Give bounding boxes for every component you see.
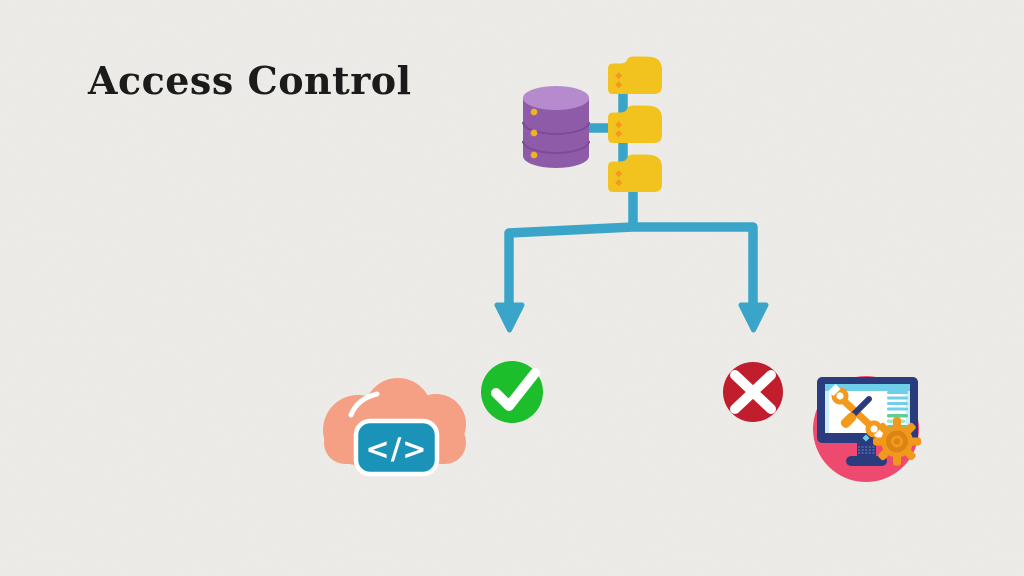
database-led-dot [530, 129, 538, 137]
database-led-dot [530, 108, 538, 116]
monitor-tools-icon [813, 376, 921, 482]
folder-mark [615, 179, 623, 187]
arrow-allowed [494, 302, 525, 333]
distribution-line [504, 222, 758, 307]
screwdriver-icon [840, 396, 872, 428]
folder-mark [615, 121, 623, 129]
folder-mark [615, 130, 623, 138]
code-badge: </> [353, 418, 440, 477]
folder-icon [608, 56, 662, 94]
folder-mark [615, 170, 623, 178]
folder-mark [615, 81, 623, 89]
cloud-highlight [348, 391, 380, 418]
folder-mark [615, 72, 623, 80]
gear-icon [873, 417, 921, 466]
arrow-denied [738, 302, 769, 333]
code-badge-label: </> [365, 432, 427, 466]
database-icon [522, 86, 590, 168]
check-icon [481, 361, 543, 423]
database-led-dot [530, 151, 538, 159]
folder-icon [608, 105, 662, 143]
x-icon [723, 362, 783, 422]
folder-icon [608, 154, 662, 192]
monitor-logo [862, 434, 870, 442]
cloud-code-icon: </> [323, 378, 466, 477]
